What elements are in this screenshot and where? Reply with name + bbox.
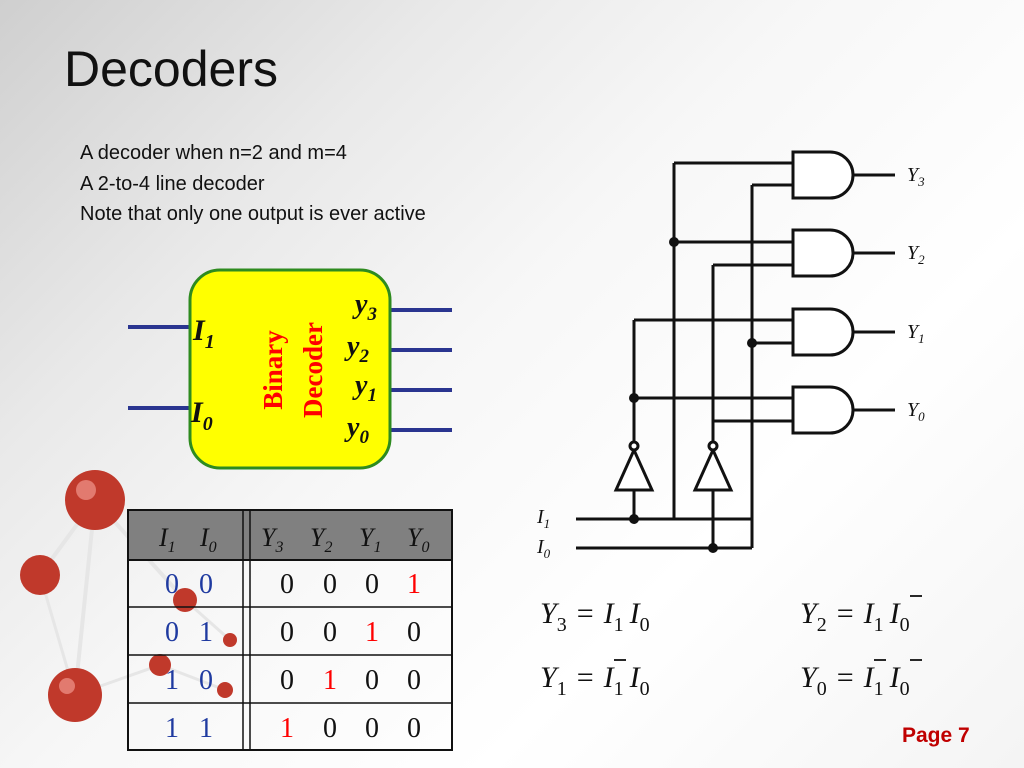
- truth-table-cell: 0: [365, 665, 379, 696]
- and-gate-y2: [791, 228, 855, 278]
- truth-table-cell: 0: [280, 617, 294, 648]
- truth-table-cell: 0: [407, 713, 421, 744]
- truth-table-cell: 1: [165, 665, 179, 696]
- truth-table-header: I0: [199, 523, 217, 556]
- truth-table-header-bg: [128, 510, 452, 560]
- block-output-label: y1: [352, 370, 377, 406]
- truth-table-cell: 0: [365, 713, 379, 744]
- description-text: A decoder when n=2 and m=4 A 2-to-4 line…: [80, 138, 426, 230]
- bullet-line: A decoder when n=2 and m=4: [80, 142, 347, 164]
- circuit-output-label: Y2: [907, 242, 925, 267]
- complement-bars: [614, 595, 922, 661]
- and-gate-y0: [791, 385, 855, 435]
- truth-table-cell: 0: [280, 569, 294, 600]
- truth-table-cell: 1: [199, 713, 213, 744]
- block-output-label: y3: [352, 289, 377, 325]
- truth-table-cell: 1: [165, 713, 179, 744]
- truth-table-cell-active: 1: [280, 713, 294, 744]
- block-output-label: y0: [344, 412, 369, 448]
- truth-table-cell: 0: [323, 569, 337, 600]
- decoder-block: I1 I0 y3 y2 y1 y0 Binary Decoder: [128, 268, 452, 470]
- truth-table-cell: 0: [199, 569, 213, 600]
- truth-table-header: I1: [158, 523, 176, 556]
- page-number: Page 7: [902, 724, 970, 747]
- and-gate-y1: [791, 307, 855, 357]
- truth-table-cell-active: 1: [365, 617, 379, 648]
- molecule-decoration: [20, 470, 237, 722]
- circuit-input-label: I0: [536, 536, 551, 561]
- bullet-line: A 2-to-4 line decoder: [80, 172, 265, 195]
- truth-table-cell-active: 1: [407, 569, 421, 600]
- truth-table-cell: 0: [407, 665, 421, 696]
- truth-table-cell: 0: [365, 569, 379, 600]
- circuit-output-label: Y1: [907, 321, 925, 346]
- and-gate-y3: [791, 150, 855, 200]
- truth-table-header: Y3: [261, 523, 283, 556]
- truth-table-cell: 0: [199, 665, 213, 696]
- truth-table: I1 I0 Y3 Y2 Y1 Y0 0 0 0 0 0 1 0 1 0 0 1 …: [127, 509, 453, 751]
- block-output-label: y2: [344, 331, 369, 367]
- bullet-line: Note that only one output is ever active: [80, 203, 426, 225]
- truth-table-cell: 0: [165, 617, 179, 648]
- circuit-labels: Y3 Y2 Y1 Y0 I1 I0: [536, 164, 925, 561]
- inverter-i1: [613, 446, 655, 492]
- gate-circuit: [576, 150, 895, 550]
- block-name-line1: Binary: [258, 330, 288, 410]
- truth-table-header: Y1: [359, 523, 381, 556]
- inverter-i0: [692, 446, 734, 492]
- block-input-label: I0: [190, 396, 213, 435]
- truth-table-cell-active: 1: [323, 665, 337, 696]
- circuit-input-label: I1: [536, 506, 550, 531]
- truth-table-header: Y2: [310, 523, 332, 556]
- slide-title: Decoders: [64, 41, 278, 97]
- truth-table-cell: 0: [407, 617, 421, 648]
- decoder-box: [188, 268, 392, 470]
- block-name-line2: Decoder: [298, 322, 328, 418]
- truth-table-cell: 0: [323, 713, 337, 744]
- truth-table-cell: 0: [165, 569, 179, 600]
- circuit-output-label: Y3: [907, 164, 925, 189]
- block-input-label: I1: [192, 314, 215, 353]
- junction-dots: [629, 237, 757, 553]
- truth-table-header: Y0: [407, 523, 429, 556]
- truth-table-cell: 0: [280, 665, 294, 696]
- truth-table-cell: 1: [199, 617, 213, 648]
- circuit-output-label: Y0: [907, 399, 925, 424]
- truth-table-cell: 0: [323, 617, 337, 648]
